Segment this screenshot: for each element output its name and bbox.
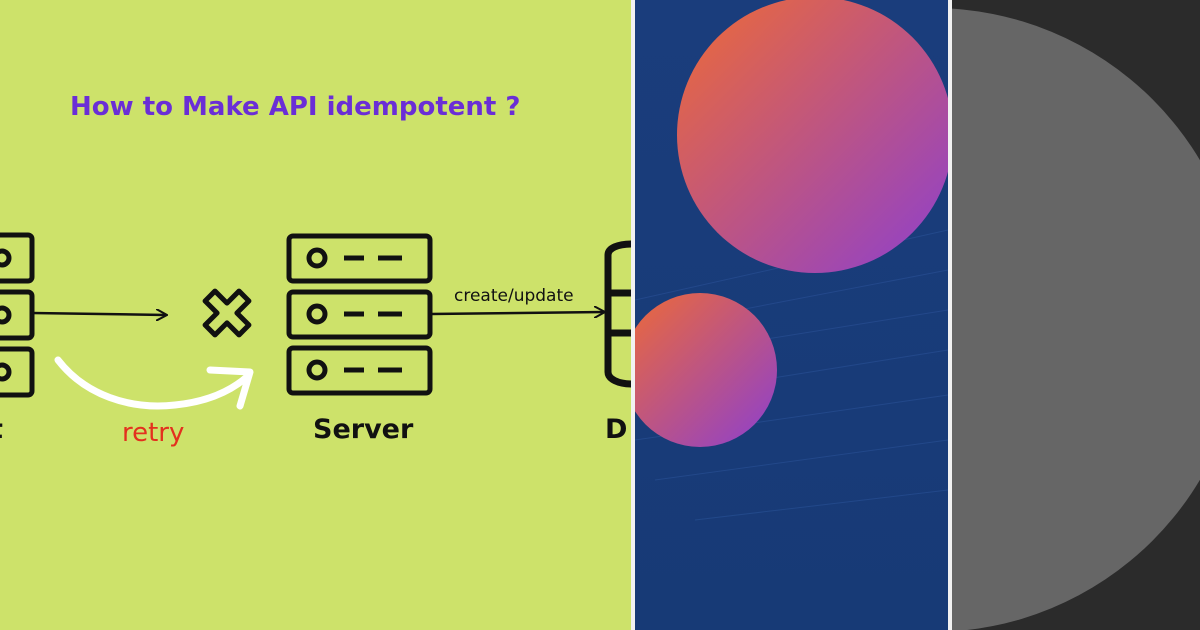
client-server-icon bbox=[0, 232, 35, 398]
orbs-graphics bbox=[635, 0, 948, 630]
client-request-arrow bbox=[31, 313, 166, 315]
retry-arrow bbox=[54, 356, 254, 410]
create-update-label: create/update bbox=[454, 286, 574, 306]
client-label: t bbox=[0, 414, 3, 445]
database-icon bbox=[604, 240, 631, 388]
diagram-graphics bbox=[0, 232, 631, 410]
gray-circle-graphics bbox=[952, 0, 1200, 630]
server-label: Server bbox=[313, 414, 414, 445]
server-icon bbox=[286, 233, 433, 396]
panel-divider bbox=[948, 0, 952, 630]
small-gradient-orb bbox=[635, 293, 777, 447]
panel-divider bbox=[631, 0, 635, 630]
retry-label: retry bbox=[122, 418, 185, 448]
orbs-panel bbox=[635, 0, 948, 630]
gray-circle-panel bbox=[952, 0, 1200, 630]
diagram-title: How to Make API idempotent ? bbox=[70, 92, 521, 122]
diagram-panel: How to Make API idempotent ? bbox=[0, 0, 631, 630]
large-gradient-orb bbox=[677, 0, 948, 273]
failure-x-icon bbox=[202, 288, 252, 338]
database-label: D bbox=[605, 414, 628, 445]
server-db-arrow bbox=[429, 312, 604, 314]
gray-circle bbox=[952, 8, 1200, 630]
